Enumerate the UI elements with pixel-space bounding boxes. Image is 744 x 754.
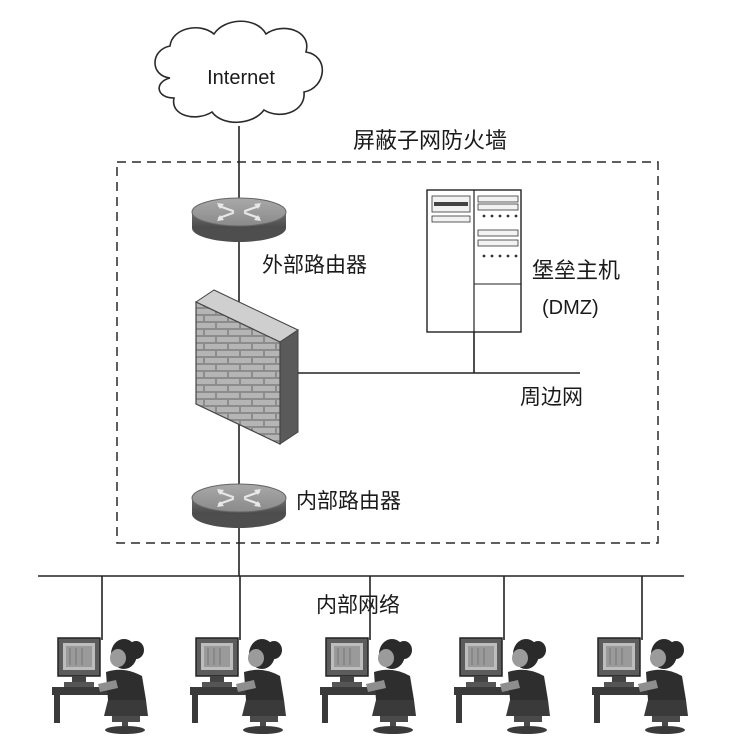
internet-cloud: Internet [154, 20, 324, 123]
workstation-group [51, 576, 689, 735]
firewall-zone-boundary [116, 161, 659, 544]
firewall-icon [194, 289, 300, 445]
outer-router-icon [190, 196, 288, 244]
firewall-zone-label: 屏蔽子网防火墙 [353, 129, 507, 154]
bastion-host-label: 堡垒主机 [532, 259, 620, 284]
bastion-host-sublabel: (DMZ) [542, 297, 599, 319]
workstation-icon [453, 637, 551, 735]
perimeter-network-label: 周边网 [520, 385, 583, 409]
workstation-icon [189, 637, 287, 735]
workstation-icon [591, 637, 689, 735]
outer-router-label: 外部路由器 [262, 253, 367, 277]
inner-router-label: 内部路由器 [296, 489, 401, 513]
inner-router-icon [190, 482, 288, 530]
internal-network-label: 内部网络 [316, 593, 400, 617]
bastion-host-icon [426, 189, 522, 373]
workstation-icon [51, 637, 149, 735]
internet-label: Internet [207, 67, 275, 89]
workstation-icon [319, 637, 417, 735]
